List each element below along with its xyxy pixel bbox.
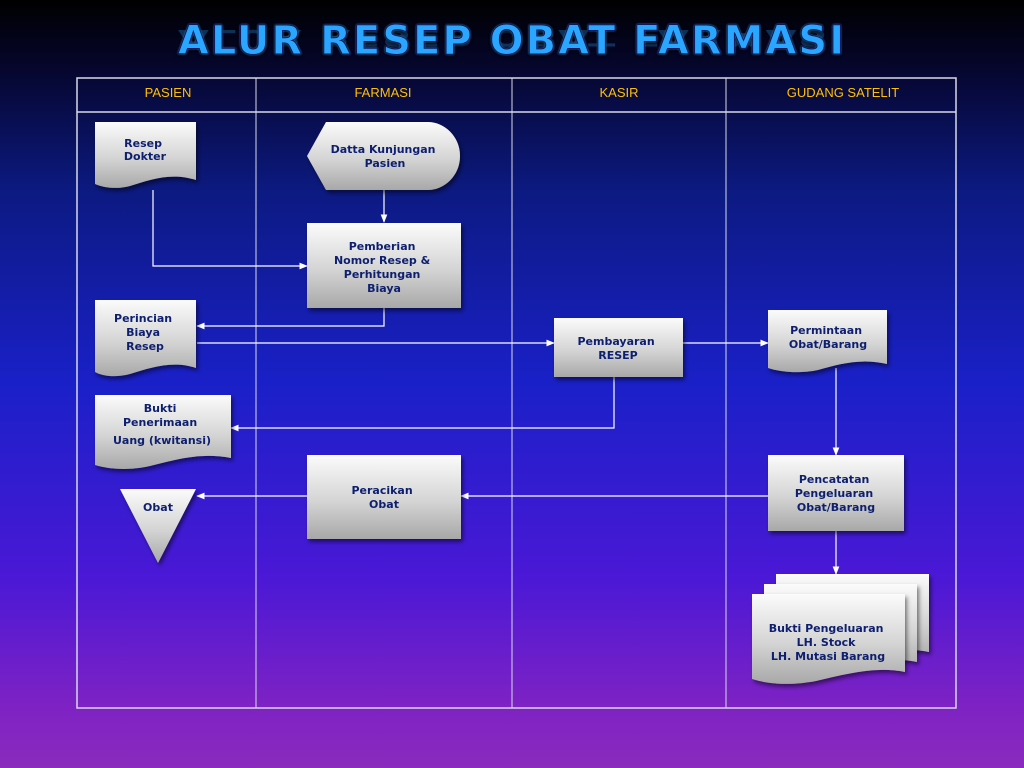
node-label: Perincian Biaya Resep	[114, 312, 176, 353]
process-shape	[307, 223, 461, 308]
node-data-kunjungan-pasien: Datta Kunjungan Pasien	[307, 122, 460, 190]
node-label: Bukti Pengeluaran LH. Stock LH. Mutasi B…	[769, 622, 888, 663]
node-permintaan-obat-barang: Permintaan Obat/Barang	[768, 310, 887, 373]
node-resep-dokter: Resep Dokter	[95, 122, 196, 188]
merge-shape	[120, 489, 196, 563]
node-label: Obat	[143, 501, 173, 514]
node-pembayaran-resep: Pembayaran RESEP	[554, 318, 683, 377]
node-label: Peracikan Obat	[351, 484, 416, 511]
lane-header-gudang-satelit: GUDANG SATELIT	[787, 85, 900, 100]
node-label: Resep Dokter	[124, 137, 167, 163]
swimlane-table	[76, 77, 957, 709]
display-shape	[307, 122, 460, 190]
document-shape-front	[752, 594, 905, 684]
node-pemberian-nomor-resep: Pemberian Nomor Resep & Perhitungan Biay…	[307, 223, 461, 308]
lane-header-farmasi: FARMASI	[354, 85, 411, 100]
node-bukti-pengeluaran: Bukti Pengeluaran LH. Stock LH. Mutasi B…	[752, 574, 929, 684]
node-peracikan-obat: Peracikan Obat	[307, 455, 461, 539]
process-shape	[768, 455, 904, 531]
document-shape	[95, 395, 231, 469]
lane-header-kasir: KASIR	[599, 85, 638, 100]
table-border	[76, 77, 957, 709]
arrow-pembayaran-to-bukti-penerimaan	[230, 377, 615, 432]
node-label: Permintaan Obat/Barang	[789, 324, 867, 351]
page-title: ALUR RESEP OBAT FARMASI	[177, 18, 847, 65]
document-shape	[95, 122, 196, 188]
node-pencatatan-pengeluaran: Pencatatan Pengeluaran Obat/Barang	[768, 455, 904, 531]
arrow-resep-to-pemberian	[152, 190, 308, 270]
document-shape	[95, 300, 196, 377]
node-bukti-penerimaan-uang: Bukti Penerimaan Uang (kwitansi)	[95, 395, 231, 469]
node-label: Datta Kunjungan Pasien	[331, 143, 440, 170]
node-obat: Obat	[120, 489, 196, 563]
node-label: Pemberian Nomor Resep & Perhitungan Biay…	[334, 240, 434, 295]
process-shape	[554, 318, 683, 377]
connectors	[152, 190, 840, 575]
process-shape	[307, 455, 461, 539]
node-label: Pencatatan Pengeluaran Obat/Barang	[795, 473, 877, 514]
node-perincian-biaya-resep: Perincian Biaya Resep	[95, 300, 196, 377]
arrow-pemberian-to-perincian	[196, 308, 385, 330]
document-shape	[768, 310, 887, 373]
node-label: Pembayaran RESEP	[577, 335, 658, 362]
lane-header-pasien: PASIEN	[145, 85, 192, 100]
node-label: Bukti Penerimaan Uang (kwitansi)	[113, 402, 211, 447]
